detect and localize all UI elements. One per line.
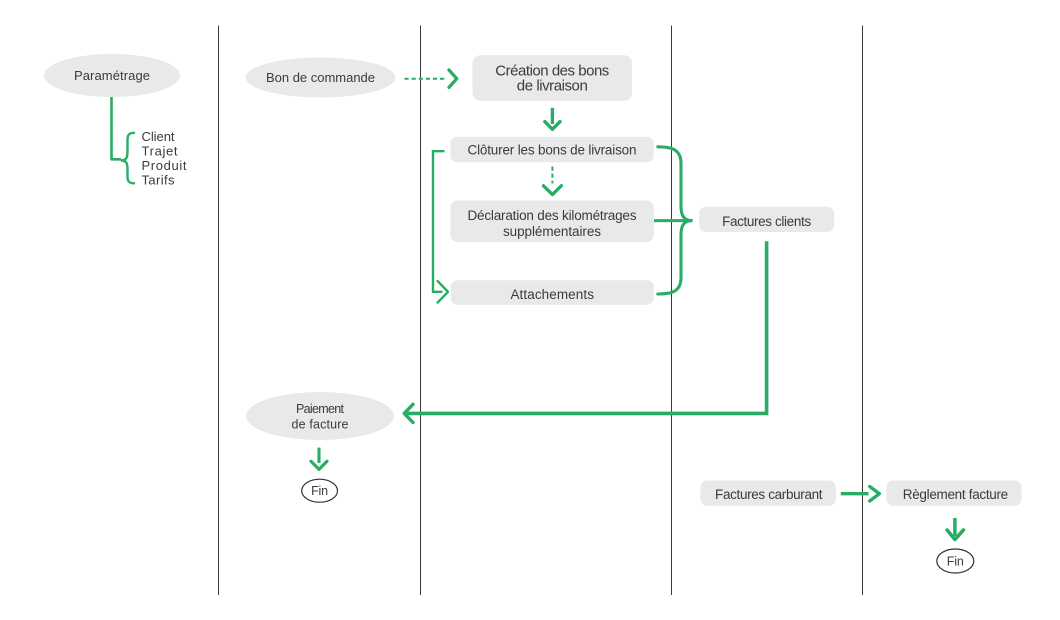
svg-text:Client: Client: [142, 129, 175, 144]
svg-text:Création des bons: Création des bons: [495, 63, 609, 80]
svg-text:Bon de commande: Bon de commande: [266, 70, 375, 85]
svg-text:Factures carburant: Factures carburant: [715, 487, 823, 502]
svg-text:Règlement facture: Règlement facture: [903, 487, 1008, 502]
svg-text:Factures clients: Factures clients: [722, 214, 811, 229]
svg-text:Déclaration des kilométrages: Déclaration des kilométrages: [468, 208, 637, 223]
svg-text:Paramétrage: Paramétrage: [74, 68, 150, 83]
svg-text:Fin: Fin: [947, 554, 964, 568]
svg-text:Produit: Produit: [142, 158, 187, 173]
svg-text:Trajet: Trajet: [142, 144, 178, 159]
svg-text:Attachements: Attachements: [510, 287, 594, 302]
svg-text:Clôturer les bons de livraison: Clôturer les bons de livraison: [468, 142, 637, 157]
svg-text:de facture: de facture: [292, 417, 349, 431]
svg-text:supplémentaires: supplémentaires: [503, 224, 601, 239]
svg-text:Tarifs: Tarifs: [142, 173, 176, 188]
svg-text:Paiement: Paiement: [296, 402, 345, 416]
svg-text:Fin: Fin: [311, 484, 328, 498]
svg-text:de livraison: de livraison: [517, 78, 588, 95]
